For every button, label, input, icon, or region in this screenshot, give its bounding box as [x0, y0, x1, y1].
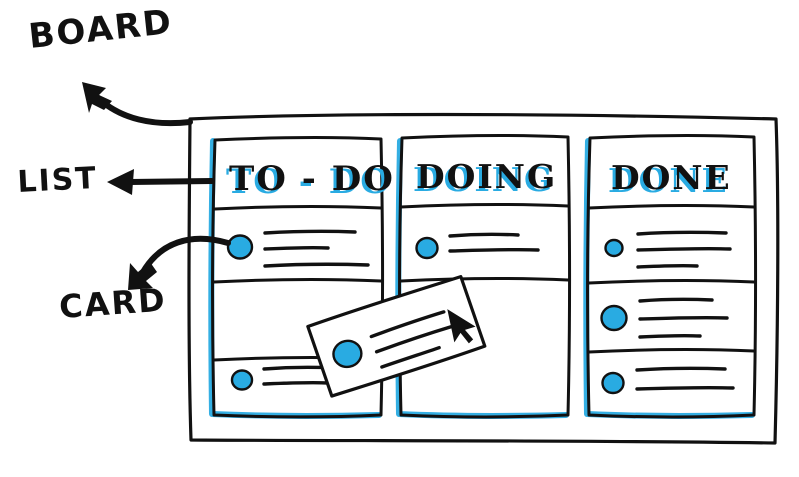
annotation-board: BOARD [27, 2, 193, 127]
annotation-list: LIST [17, 161, 215, 200]
annotation-card: CARD [58, 235, 231, 326]
column-header-doing-shadow: DOING [413, 160, 554, 199]
column-header-done: DONE DONE [608, 158, 732, 200]
dragged-card[interactable] [304, 275, 488, 398]
column-header-to-do-shadow: TO - DO [226, 162, 392, 202]
card-avatar-dot [230, 369, 254, 391]
board-frame[interactable] [187, 112, 780, 445]
column-header-doing-text: DOING [416, 157, 557, 196]
cursor-arrow-icon [447, 309, 476, 344]
card-avatar-dot [601, 371, 625, 395]
card-avatar-dot [600, 304, 628, 332]
annotation-list-label: LIST [17, 161, 99, 200]
annotation-card-arrowhead [128, 262, 157, 290]
card-to-do-3[interactable] [230, 365, 337, 391]
column-header-done-text: DONE [611, 158, 732, 197]
annotation-board-arrowhead [82, 82, 112, 113]
list-column-doing[interactable]: DOING DOING [395, 134, 571, 419]
column-header-to-do-text: TO - DO [229, 159, 395, 199]
dragged-card-avatar-dot [332, 339, 363, 369]
annotation-board-label: BOARD [27, 2, 175, 57]
card-avatar-dot [415, 236, 439, 260]
card-avatar-dot [604, 238, 624, 258]
card-avatar-dot [226, 234, 254, 260]
column-header-done-shadow: DONE [608, 161, 729, 200]
list-column-to-do[interactable]: TO - DO TO - DO [208, 136, 395, 419]
list-column-done[interactable]: DONE DONE [583, 134, 757, 419]
annotation-list-arrowhead [107, 169, 134, 195]
card-doing-1[interactable] [399, 232, 570, 283]
column-header-to-do: TO - DO TO - DO [226, 159, 395, 202]
card-to-do-1[interactable] [212, 229, 383, 284]
card-done-1[interactable] [587, 230, 756, 285]
card-done-2[interactable] [587, 297, 756, 354]
column-header-doing: DOING DOING [413, 157, 557, 199]
card-done-3[interactable] [601, 366, 735, 395]
